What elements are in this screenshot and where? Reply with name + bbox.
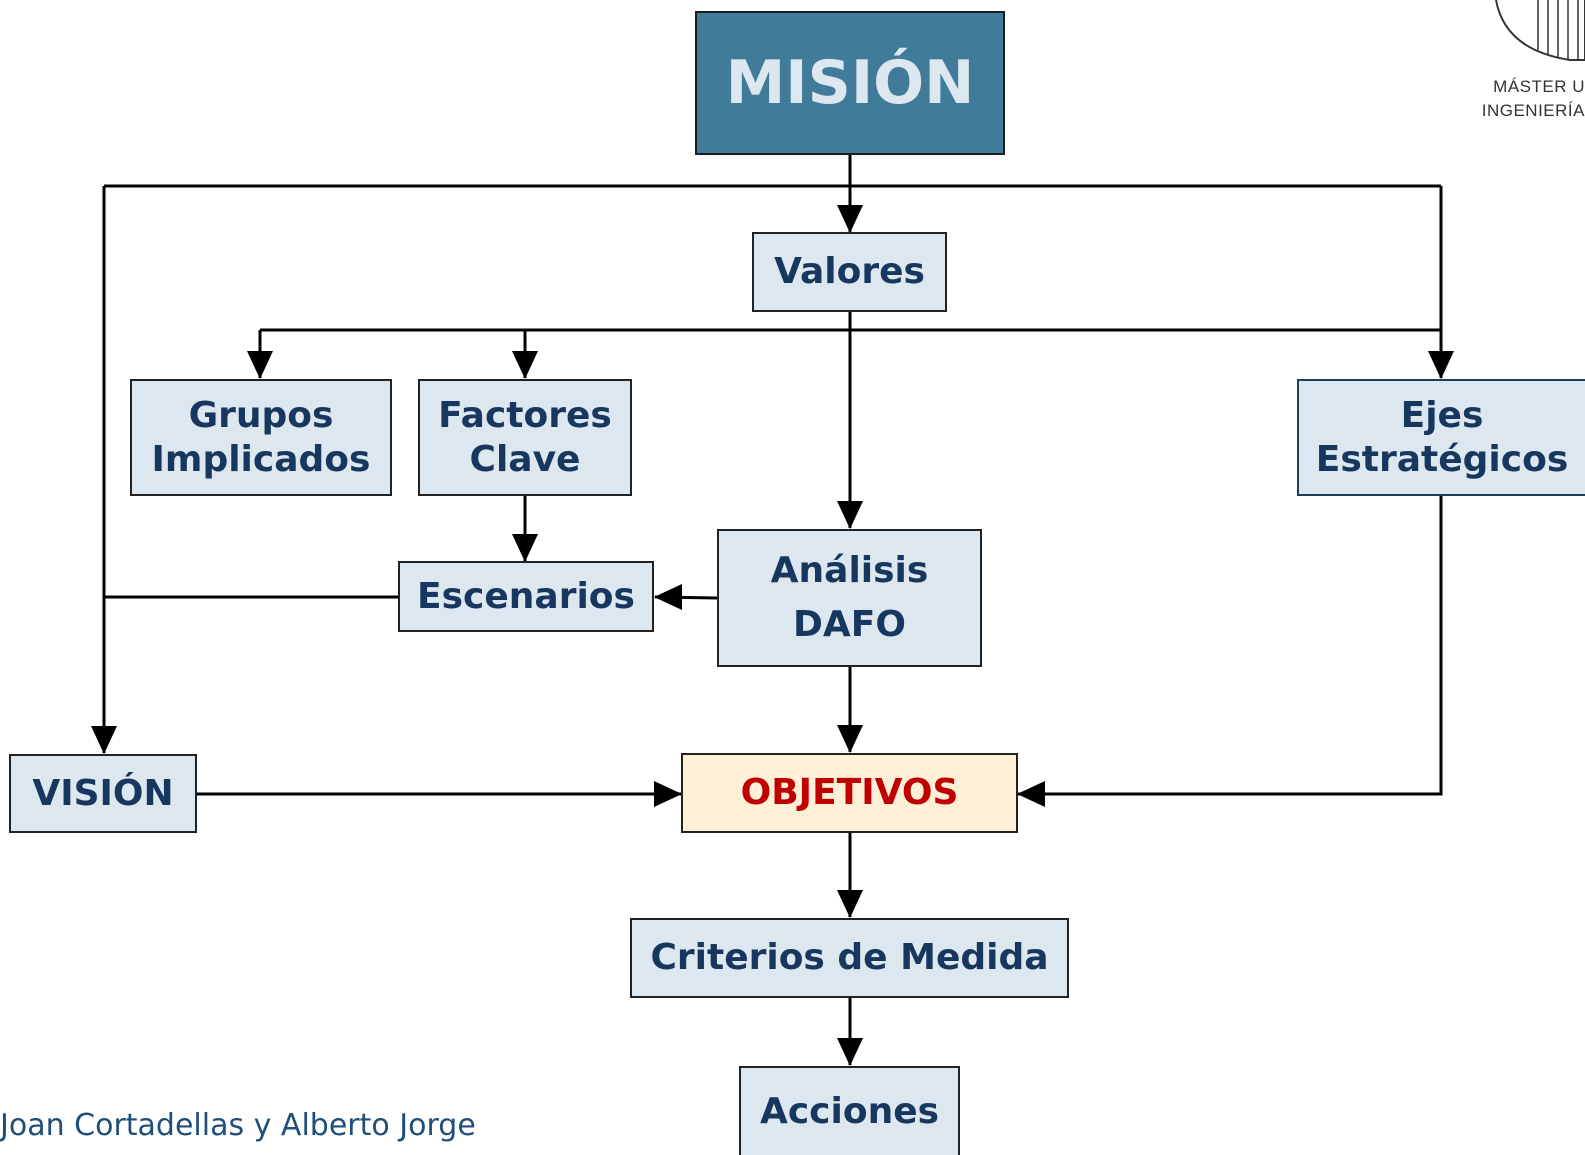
node-factores-line2: Clave bbox=[469, 438, 581, 480]
logo-text-line1: MÁSTER U bbox=[1493, 77, 1585, 96]
edge-ejes-objetivos bbox=[1017, 496, 1443, 807]
node-grupos-line2: Implicados bbox=[151, 438, 371, 480]
author-credit: Joan Cortadellas y Alberto Jorge bbox=[0, 1108, 476, 1143]
node-objetivos: OBJETIVOS bbox=[681, 753, 1018, 833]
node-objetivos-label: OBJETIVOS bbox=[740, 772, 959, 814]
node-ejes-line1: Ejes bbox=[1400, 395, 1484, 437]
node-escenarios-label: Escenarios bbox=[417, 575, 635, 617]
edge-dafo-escenarios bbox=[654, 584, 718, 610]
node-mision-label: MISIÓN bbox=[725, 48, 975, 118]
node-valores: Valores bbox=[752, 232, 947, 312]
node-ejes-estrategicos: Ejes Estratégicos bbox=[1297, 379, 1585, 496]
node-vision: VISIÓN bbox=[9, 754, 197, 833]
node-criterios-de-medida: Criterios de Medida bbox=[630, 918, 1069, 998]
node-mision: MISIÓN bbox=[695, 11, 1005, 155]
node-grupos-line1: Grupos bbox=[188, 395, 334, 437]
node-grupos-implicados: Grupos Implicados bbox=[130, 379, 392, 496]
node-analisis-dafo: Análisis DAFO bbox=[717, 529, 982, 667]
node-escenarios: Escenarios bbox=[398, 561, 654, 632]
node-factores-clave: Factores Clave bbox=[418, 379, 632, 496]
node-valores-label: Valores bbox=[774, 251, 925, 293]
logo-text-line2: INGENIERÍA bbox=[1481, 101, 1585, 120]
node-criterios-label: Criterios de Medida bbox=[650, 937, 1049, 979]
node-dafo-line2: DAFO bbox=[793, 604, 906, 645]
node-dafo-line1: Análisis bbox=[770, 550, 929, 591]
university-logo: MÁSTER U INGENIERÍA bbox=[1460, 0, 1585, 160]
logo-emblem-icon bbox=[1495, 0, 1585, 61]
node-vision-label: VISIÓN bbox=[32, 772, 174, 814]
node-acciones-label: Acciones bbox=[759, 1090, 940, 1132]
node-acciones: Acciones bbox=[739, 1066, 960, 1155]
node-factores-line1: Factores bbox=[438, 395, 612, 437]
node-ejes-line2: Estratégicos bbox=[1315, 438, 1569, 480]
